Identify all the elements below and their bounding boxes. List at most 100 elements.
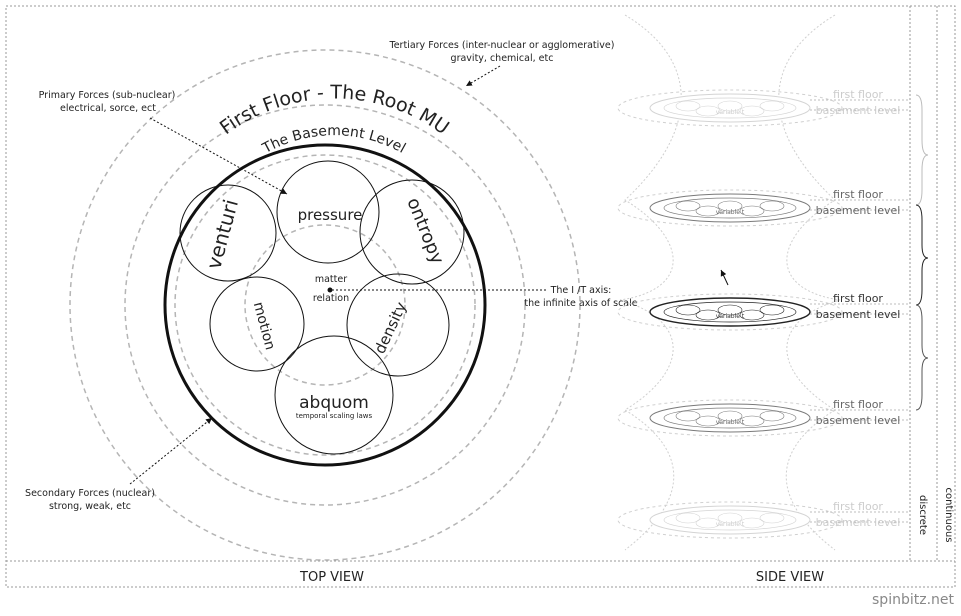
ontropy-circle bbox=[359, 179, 465, 285]
abquom-label: abquom bbox=[299, 393, 369, 413]
motion-circle bbox=[209, 276, 305, 372]
discrete-label: discrete bbox=[917, 495, 928, 535]
first-floor-label: first floor bbox=[833, 500, 883, 513]
abquom-sublabel: temporal scaling laws bbox=[296, 412, 373, 420]
level-element bbox=[695, 309, 721, 321]
axis-arrow bbox=[720, 269, 729, 286]
venturi-circle bbox=[179, 184, 277, 282]
tertiary-ring bbox=[69, 49, 581, 561]
level-element bbox=[739, 309, 765, 321]
root-mu-circle bbox=[163, 143, 487, 467]
side-level-5: variable t first floor basement level bbox=[617, 500, 910, 539]
motion-label: motion bbox=[250, 300, 278, 352]
secondary-arrow bbox=[129, 417, 213, 485]
level-element bbox=[739, 517, 765, 529]
density-circle bbox=[346, 273, 450, 377]
level-element bbox=[759, 200, 785, 212]
tertiary-forces-examples: gravity, chemical, etc bbox=[451, 53, 554, 64]
side-level-4: variable t first floor basement level bbox=[617, 398, 910, 437]
level-disc-label: variable t bbox=[716, 419, 745, 426]
first-floor-label: first floor bbox=[833, 292, 883, 305]
level-halo bbox=[617, 89, 843, 127]
level-element bbox=[695, 415, 721, 427]
secondary-ring bbox=[124, 104, 526, 506]
level-element bbox=[717, 410, 743, 422]
level-element bbox=[717, 100, 743, 112]
level-element bbox=[675, 410, 701, 422]
relation-label: relation bbox=[313, 293, 349, 304]
secondary-forces-examples: strong, weak, etc bbox=[49, 501, 131, 512]
level-element bbox=[759, 100, 785, 112]
pressure-label: pressure bbox=[298, 206, 363, 224]
level-inner-disc bbox=[663, 197, 797, 219]
tertiary-forces-label: Tertiary Forces (inter-nuclear or agglom… bbox=[389, 40, 615, 51]
inner-ring bbox=[244, 224, 406, 386]
level-inner-disc bbox=[663, 407, 797, 429]
matter-label: matter bbox=[315, 274, 347, 285]
level-element bbox=[675, 512, 701, 524]
top-view: venturi pressure ontropy motion density … bbox=[25, 40, 614, 585]
ontropy-label: ontropy bbox=[402, 195, 448, 268]
level-element bbox=[695, 105, 721, 117]
side-view-caption: SIDE VIEW bbox=[756, 570, 824, 585]
basement-level-label: basement level bbox=[816, 516, 901, 529]
primary-forces-label: Primary Forces (sub-nuclear) bbox=[39, 90, 176, 101]
tertiary-arrow bbox=[465, 65, 501, 87]
secondary-forces-label: Secondary Forces (nuclear) bbox=[25, 488, 155, 499]
basement-ring bbox=[174, 154, 476, 456]
level-disc-label: variable t bbox=[716, 313, 745, 320]
level-inner-disc bbox=[663, 97, 797, 119]
abquom-circle bbox=[274, 335, 394, 455]
top-view-caption: TOP VIEW bbox=[299, 570, 364, 585]
first-floor-label: first floor bbox=[833, 398, 883, 411]
level-element bbox=[759, 512, 785, 524]
continuous-label: continuous bbox=[943, 488, 954, 543]
level-element bbox=[717, 200, 743, 212]
level-element bbox=[675, 100, 701, 112]
level-element bbox=[675, 304, 701, 316]
level-halo bbox=[617, 189, 843, 227]
side-view: The I /T axis: the infinite axis of scal… bbox=[524, 12, 954, 585]
venturi-label: venturi bbox=[201, 197, 243, 272]
axis-label-title: The I /T axis: bbox=[550, 285, 612, 296]
level-element bbox=[717, 304, 743, 316]
primary-forces-examples: electrical, sorce, ect bbox=[60, 103, 156, 114]
level-element bbox=[759, 304, 785, 316]
outer-frame bbox=[5, 5, 956, 588]
basement-level-label: basement level bbox=[816, 308, 901, 321]
level-halo bbox=[617, 399, 843, 437]
level-disc-label: variable t bbox=[716, 109, 745, 116]
watermark: spinbitz.net bbox=[872, 592, 954, 608]
pressure-circle bbox=[276, 160, 380, 264]
level-element bbox=[675, 200, 701, 212]
level-inner-disc bbox=[663, 509, 797, 531]
axis-envelope-right bbox=[778, 14, 841, 551]
density-label: density bbox=[371, 299, 411, 357]
center-dot bbox=[327, 287, 333, 293]
level-element bbox=[695, 205, 721, 217]
level-element bbox=[739, 415, 765, 427]
level-halo bbox=[617, 501, 843, 539]
level-element bbox=[739, 205, 765, 217]
level-element bbox=[739, 105, 765, 117]
basement-level-label: basement level bbox=[816, 104, 901, 117]
side-level-3: variable t first floor basement level bbox=[617, 292, 910, 331]
first-floor-label: first floor bbox=[833, 88, 883, 101]
brace-2 bbox=[915, 204, 929, 306]
basement-level-label: basement level bbox=[816, 414, 901, 427]
basement-level-label: basement level bbox=[816, 204, 901, 217]
brace-1 bbox=[915, 94, 929, 206]
side-level-1: variable t first floor basement level bbox=[617, 88, 910, 127]
axis-label-desc: the infinite axis of scale bbox=[524, 298, 637, 309]
level-element bbox=[717, 512, 743, 524]
level-inner-disc bbox=[663, 301, 797, 323]
first-floor-label: first floor bbox=[833, 188, 883, 201]
level-halo bbox=[617, 293, 843, 331]
level-element bbox=[695, 517, 721, 529]
level-disc-label: variable t bbox=[716, 521, 745, 528]
level-element bbox=[759, 410, 785, 422]
